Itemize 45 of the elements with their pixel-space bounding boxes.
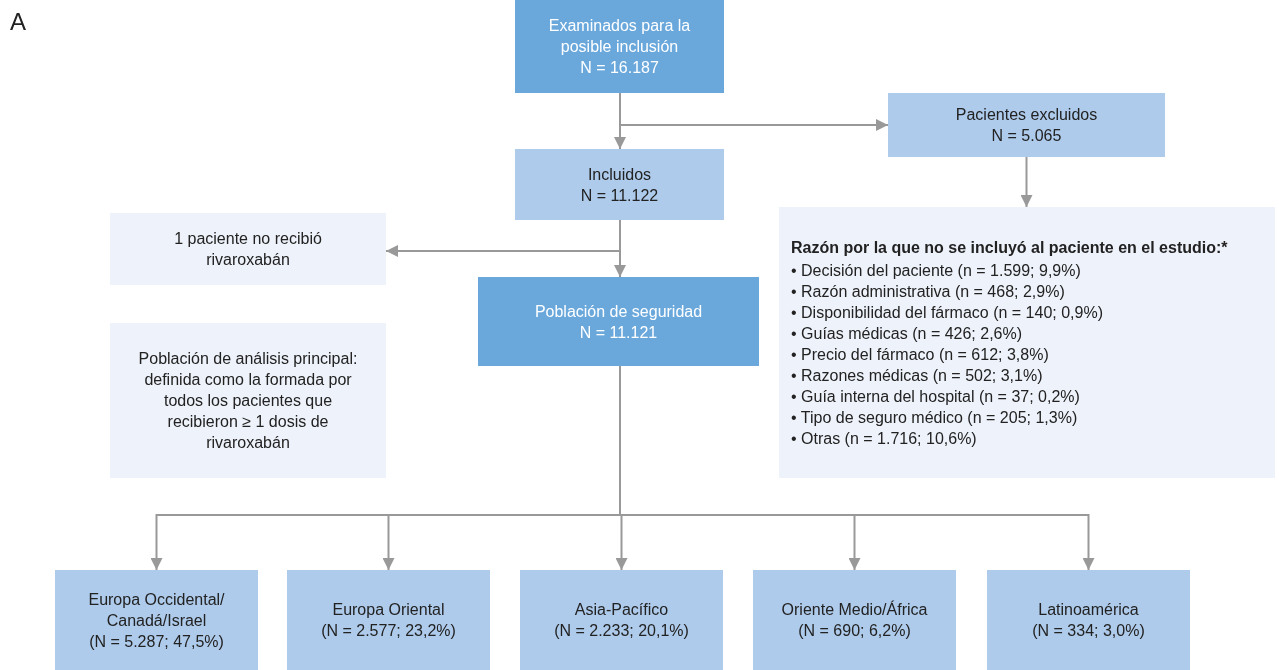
process-box [987, 570, 1190, 670]
process-box [515, 0, 724, 93]
box-text: N = 11.122 [580, 185, 659, 206]
list-item: • Disponibilidad del fármaco (n = 140; 0,9%) [791, 302, 1103, 323]
list-item: • Guías médicas (n = 426; 2,6%) [791, 323, 1023, 344]
box-text: Incluidos [587, 164, 652, 185]
box-text: 1 paciente no recibió rivaroxabán [173, 229, 323, 270]
process-box [55, 570, 258, 670]
panel-label: A [10, 8, 26, 36]
process-box [287, 570, 490, 670]
list-item: • Razones médicas (n = 502; 3,1%) [791, 365, 1043, 386]
box-text: Pacientes excluidos [955, 105, 1098, 125]
box-text: Oriente Medio/África [781, 599, 928, 620]
box-text: Población de análisis principal: definida como la formada por todos los pacientes que recibieron ≥ 1 dosis de rivaroxabán [137, 349, 359, 453]
box-text: (N = 5.287; 47,5%) [89, 631, 224, 652]
box-text: Europa Oriental [332, 600, 445, 620]
box-text: (N = 690; 6,2%) [798, 621, 911, 641]
process-box [888, 93, 1165, 157]
list-item: • Razón administrativa (n = 468; 2,9%) [791, 281, 1065, 302]
box-text: N = 16.187 [580, 58, 659, 78]
arrow [614, 219, 626, 278]
box-text: N = 5.065 [991, 126, 1062, 146]
arrow [1020, 156, 1033, 208]
box-text: (N = 2.577; 23,2%) [321, 621, 456, 641]
box-text: Examinados para la posible inclusión [547, 16, 692, 57]
reasons-box [779, 207, 1275, 478]
process-box [515, 149, 724, 220]
list-item: • Guía interna del hospital (n = 37; 0,2%) [791, 386, 1080, 407]
process-box [478, 277, 759, 366]
box-text: Población de seguridad [534, 301, 703, 322]
list-item: • Tipo de seguro médico (n = 205; 1,3%) [791, 407, 1078, 428]
box-text: Latinoamérica [1038, 600, 1139, 620]
list-heading: Razón por la que no se incluyó al paciente en el estudio:* [791, 237, 1228, 258]
arrow [619, 92, 889, 131]
box-text: N = 11.121 [579, 322, 658, 343]
process-box [520, 570, 723, 670]
process-box [753, 570, 956, 670]
box-text: (N = 2.233; 20,1%) [554, 621, 689, 641]
box-text: (N = 334; 3,0%) [1032, 621, 1145, 641]
list-item: • Otras (n = 1.716; 10,6%) [791, 428, 977, 449]
box-text: Asia-Pacífico [574, 600, 669, 620]
note-box [110, 213, 386, 285]
box-text: Europa Occidental/ Canadá/Israel [87, 589, 226, 631]
list-item: • Decisión del paciente (n = 1.599; 9,9%) [791, 260, 1081, 281]
list-item: • Precio del fármaco (n = 612; 3,8%) [791, 344, 1049, 365]
